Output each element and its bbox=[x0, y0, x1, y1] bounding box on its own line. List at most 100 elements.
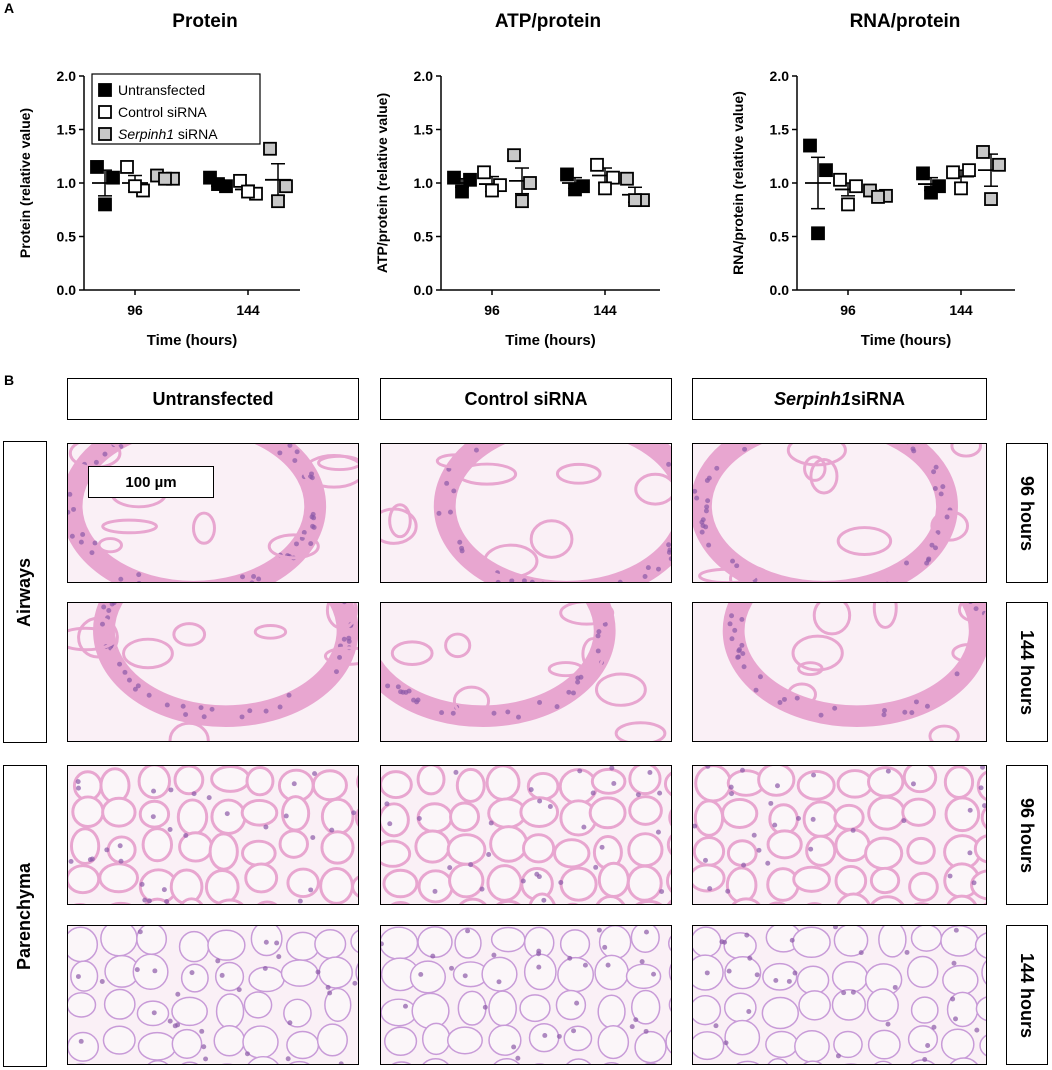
cell-nucleus bbox=[447, 509, 453, 515]
cell-nucleus bbox=[106, 608, 112, 613]
cell-nucleus bbox=[338, 1061, 344, 1064]
alveolus bbox=[141, 827, 174, 863]
alveolus bbox=[180, 963, 209, 993]
alveolus bbox=[132, 953, 169, 990]
alveolus bbox=[940, 1028, 975, 1061]
alveolus bbox=[241, 839, 277, 867]
alveolus bbox=[216, 898, 244, 904]
cell-nucleus bbox=[693, 823, 698, 829]
cell-nucleus bbox=[521, 578, 527, 582]
region-label: Airways bbox=[3, 441, 47, 743]
alveolus bbox=[867, 766, 905, 798]
legend-marker bbox=[98, 127, 112, 141]
cell-nucleus bbox=[925, 557, 931, 563]
cell-nucleus bbox=[904, 560, 910, 566]
alveolus bbox=[357, 903, 358, 904]
alveolus bbox=[485, 766, 521, 801]
alveolus bbox=[943, 766, 975, 799]
micrograph bbox=[692, 765, 987, 905]
alveolus bbox=[381, 926, 419, 960]
cell-nucleus bbox=[509, 578, 515, 582]
alveolus bbox=[286, 867, 320, 899]
alveolus bbox=[906, 836, 936, 865]
alveolus bbox=[614, 721, 667, 741]
x-tick-label: 144 bbox=[236, 302, 260, 318]
alveolus bbox=[458, 897, 487, 904]
alveolus bbox=[137, 1031, 177, 1061]
cell-nucleus bbox=[566, 689, 572, 695]
cell-nucleus bbox=[910, 446, 916, 452]
cell-nucleus bbox=[735, 654, 741, 660]
cell-nucleus bbox=[667, 547, 671, 553]
alveolus bbox=[595, 895, 626, 904]
cell-nucleus bbox=[651, 971, 657, 977]
cell-nucleus bbox=[516, 714, 521, 720]
cell-nucleus bbox=[451, 488, 457, 494]
cell-nucleus bbox=[596, 927, 602, 933]
alveolus bbox=[68, 626, 116, 652]
alveolus bbox=[625, 963, 662, 990]
cell-nucleus bbox=[198, 705, 204, 711]
alveolus bbox=[409, 960, 446, 994]
data-point bbox=[606, 170, 620, 185]
y-axis-title: ATP/protein (relative value) bbox=[374, 93, 390, 273]
cell-nucleus bbox=[199, 1028, 205, 1034]
cell-nucleus bbox=[137, 929, 143, 935]
timepoint-label: 144 hours bbox=[1006, 602, 1048, 742]
alveolus bbox=[812, 603, 852, 636]
alveolus bbox=[173, 766, 205, 796]
cell-nucleus bbox=[973, 606, 979, 612]
cell-nucleus bbox=[792, 970, 798, 976]
alveolus bbox=[318, 956, 353, 989]
alveolus bbox=[421, 1022, 451, 1056]
y-tick-label: 2.0 bbox=[57, 68, 77, 84]
cell-nucleus bbox=[468, 862, 474, 868]
cell-nucleus bbox=[385, 683, 391, 689]
cell-nucleus bbox=[89, 550, 95, 556]
alveolus bbox=[444, 632, 472, 659]
alveolus bbox=[522, 833, 556, 864]
cell-nucleus bbox=[118, 576, 124, 582]
alveolus bbox=[836, 526, 893, 556]
cell-nucleus bbox=[582, 962, 588, 968]
cell-nucleus bbox=[418, 971, 424, 977]
alveolus bbox=[178, 930, 210, 963]
cell-nucleus bbox=[954, 671, 960, 677]
alveolus bbox=[547, 661, 585, 678]
cell-nucleus bbox=[183, 832, 189, 838]
cell-nucleus bbox=[706, 475, 712, 481]
alveolus bbox=[566, 1058, 592, 1064]
cell-nucleus bbox=[117, 661, 123, 667]
micrograph bbox=[67, 765, 359, 905]
micrograph bbox=[380, 765, 672, 905]
cell-nucleus bbox=[536, 874, 542, 880]
cell-nucleus bbox=[575, 675, 581, 681]
alveolus bbox=[666, 834, 671, 856]
alveolus bbox=[417, 869, 454, 904]
x-tick-label: 144 bbox=[593, 302, 617, 318]
cell-nucleus bbox=[78, 539, 84, 545]
cell-nucleus bbox=[333, 669, 339, 675]
cell-nucleus bbox=[515, 1055, 521, 1061]
alveolus bbox=[103, 988, 136, 1020]
alveolus bbox=[970, 869, 986, 901]
data-point bbox=[841, 197, 855, 212]
data-point bbox=[515, 194, 529, 209]
alveolus bbox=[721, 797, 759, 829]
alveolus bbox=[834, 864, 868, 897]
alveolus bbox=[449, 801, 481, 832]
cell-nucleus bbox=[781, 696, 787, 702]
cell-nucleus bbox=[737, 647, 742, 653]
x-axis-title: Time (hours) bbox=[861, 332, 952, 349]
cell-nucleus bbox=[93, 459, 99, 465]
cell-nucleus bbox=[723, 1040, 729, 1046]
cell-nucleus bbox=[449, 965, 455, 971]
alveolus bbox=[957, 603, 986, 623]
cell-nucleus bbox=[700, 517, 706, 523]
alveolus bbox=[597, 861, 630, 898]
alveolus bbox=[416, 766, 446, 796]
data-point bbox=[211, 177, 225, 191]
alveolus bbox=[285, 931, 320, 962]
cell-nucleus bbox=[276, 954, 282, 960]
